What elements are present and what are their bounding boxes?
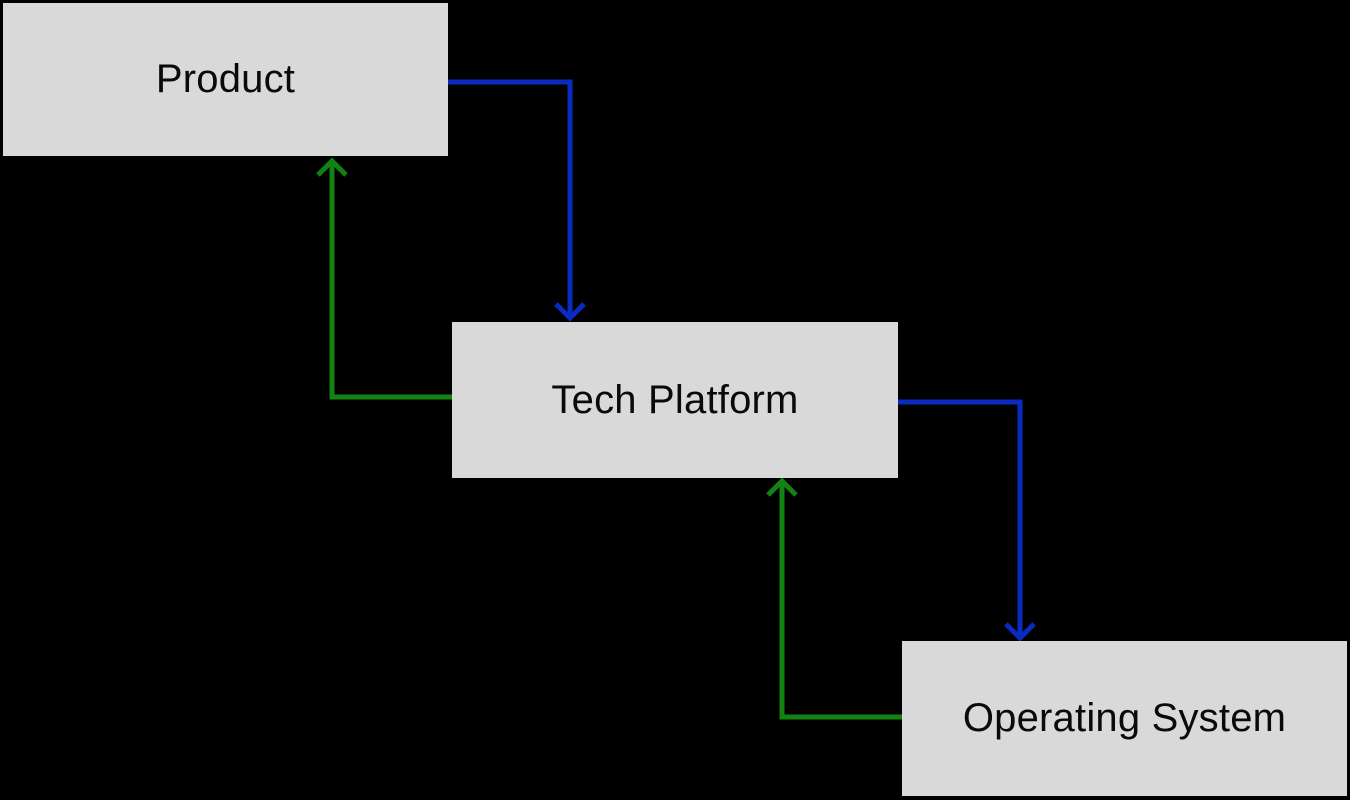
- arrowhead-down-icon: [554, 302, 586, 322]
- node-product-label: Product: [155, 57, 296, 101]
- edge-tech-platform-to-product[interactable]: [316, 157, 452, 400]
- edge-operating-system-to-tech-platform[interactable]: [766, 477, 902, 720]
- arrowhead-down-icon: [1004, 622, 1036, 642]
- edge-tech-platform-to-operating-system[interactable]: [898, 399, 1036, 642]
- node-tech-platform-label: Tech Platform: [551, 377, 799, 422]
- node-operating-system[interactable]: Operating System: [902, 641, 1347, 796]
- arrowhead-up-icon: [316, 157, 348, 177]
- node-product[interactable]: Product: [3, 3, 448, 156]
- node-operating-system-label: Operating System: [962, 696, 1287, 740]
- arrowhead-up-icon: [766, 477, 798, 497]
- node-tech-platform[interactable]: Tech Platform: [452, 322, 898, 478]
- edge-product-to-tech-platform[interactable]: [448, 79, 586, 322]
